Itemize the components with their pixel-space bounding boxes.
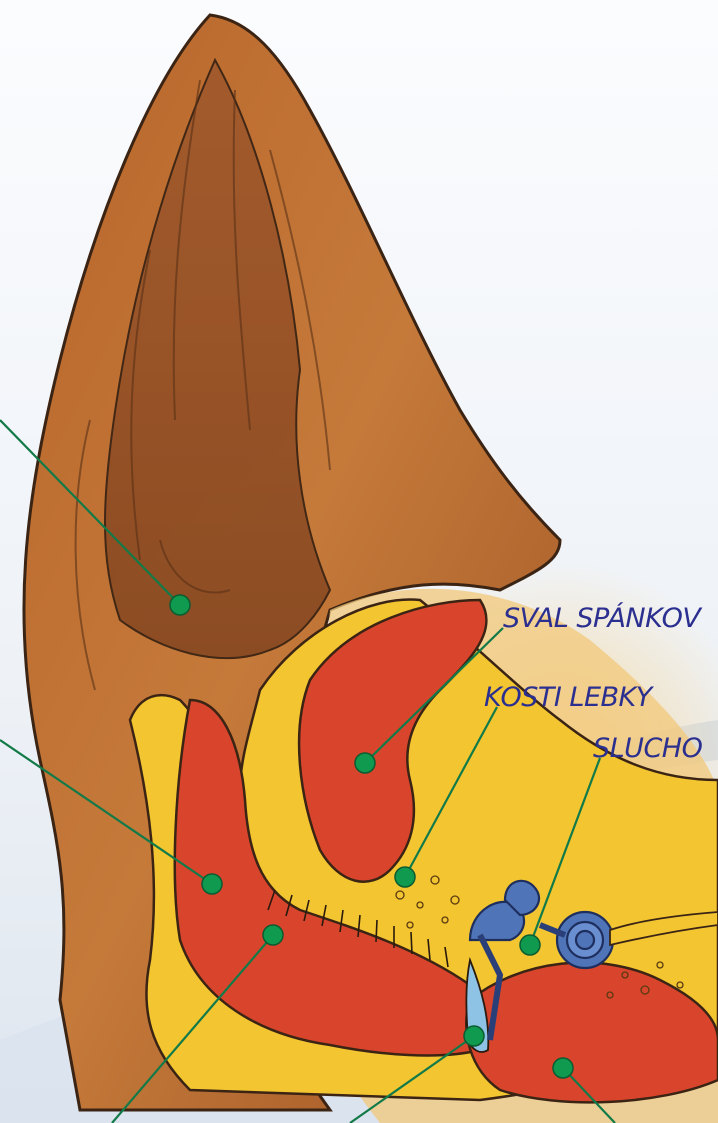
label-temporal-muscle: SVAL SPÁNKOV [503, 603, 700, 634]
marker-middle-ear [553, 1058, 573, 1078]
marker-temporal-muscle [355, 753, 375, 773]
marker-ear-canal [202, 874, 222, 894]
marker-pinna [170, 595, 190, 615]
label-hearing-organ: SLUCHO [593, 733, 702, 764]
marker-skull-bones [395, 867, 415, 887]
label-skull-bones: KOSTI LEBKY [484, 682, 652, 713]
marker-hearing-organ [520, 935, 540, 955]
marker-eardrum [464, 1026, 484, 1046]
marker-canal-hairs [263, 925, 283, 945]
